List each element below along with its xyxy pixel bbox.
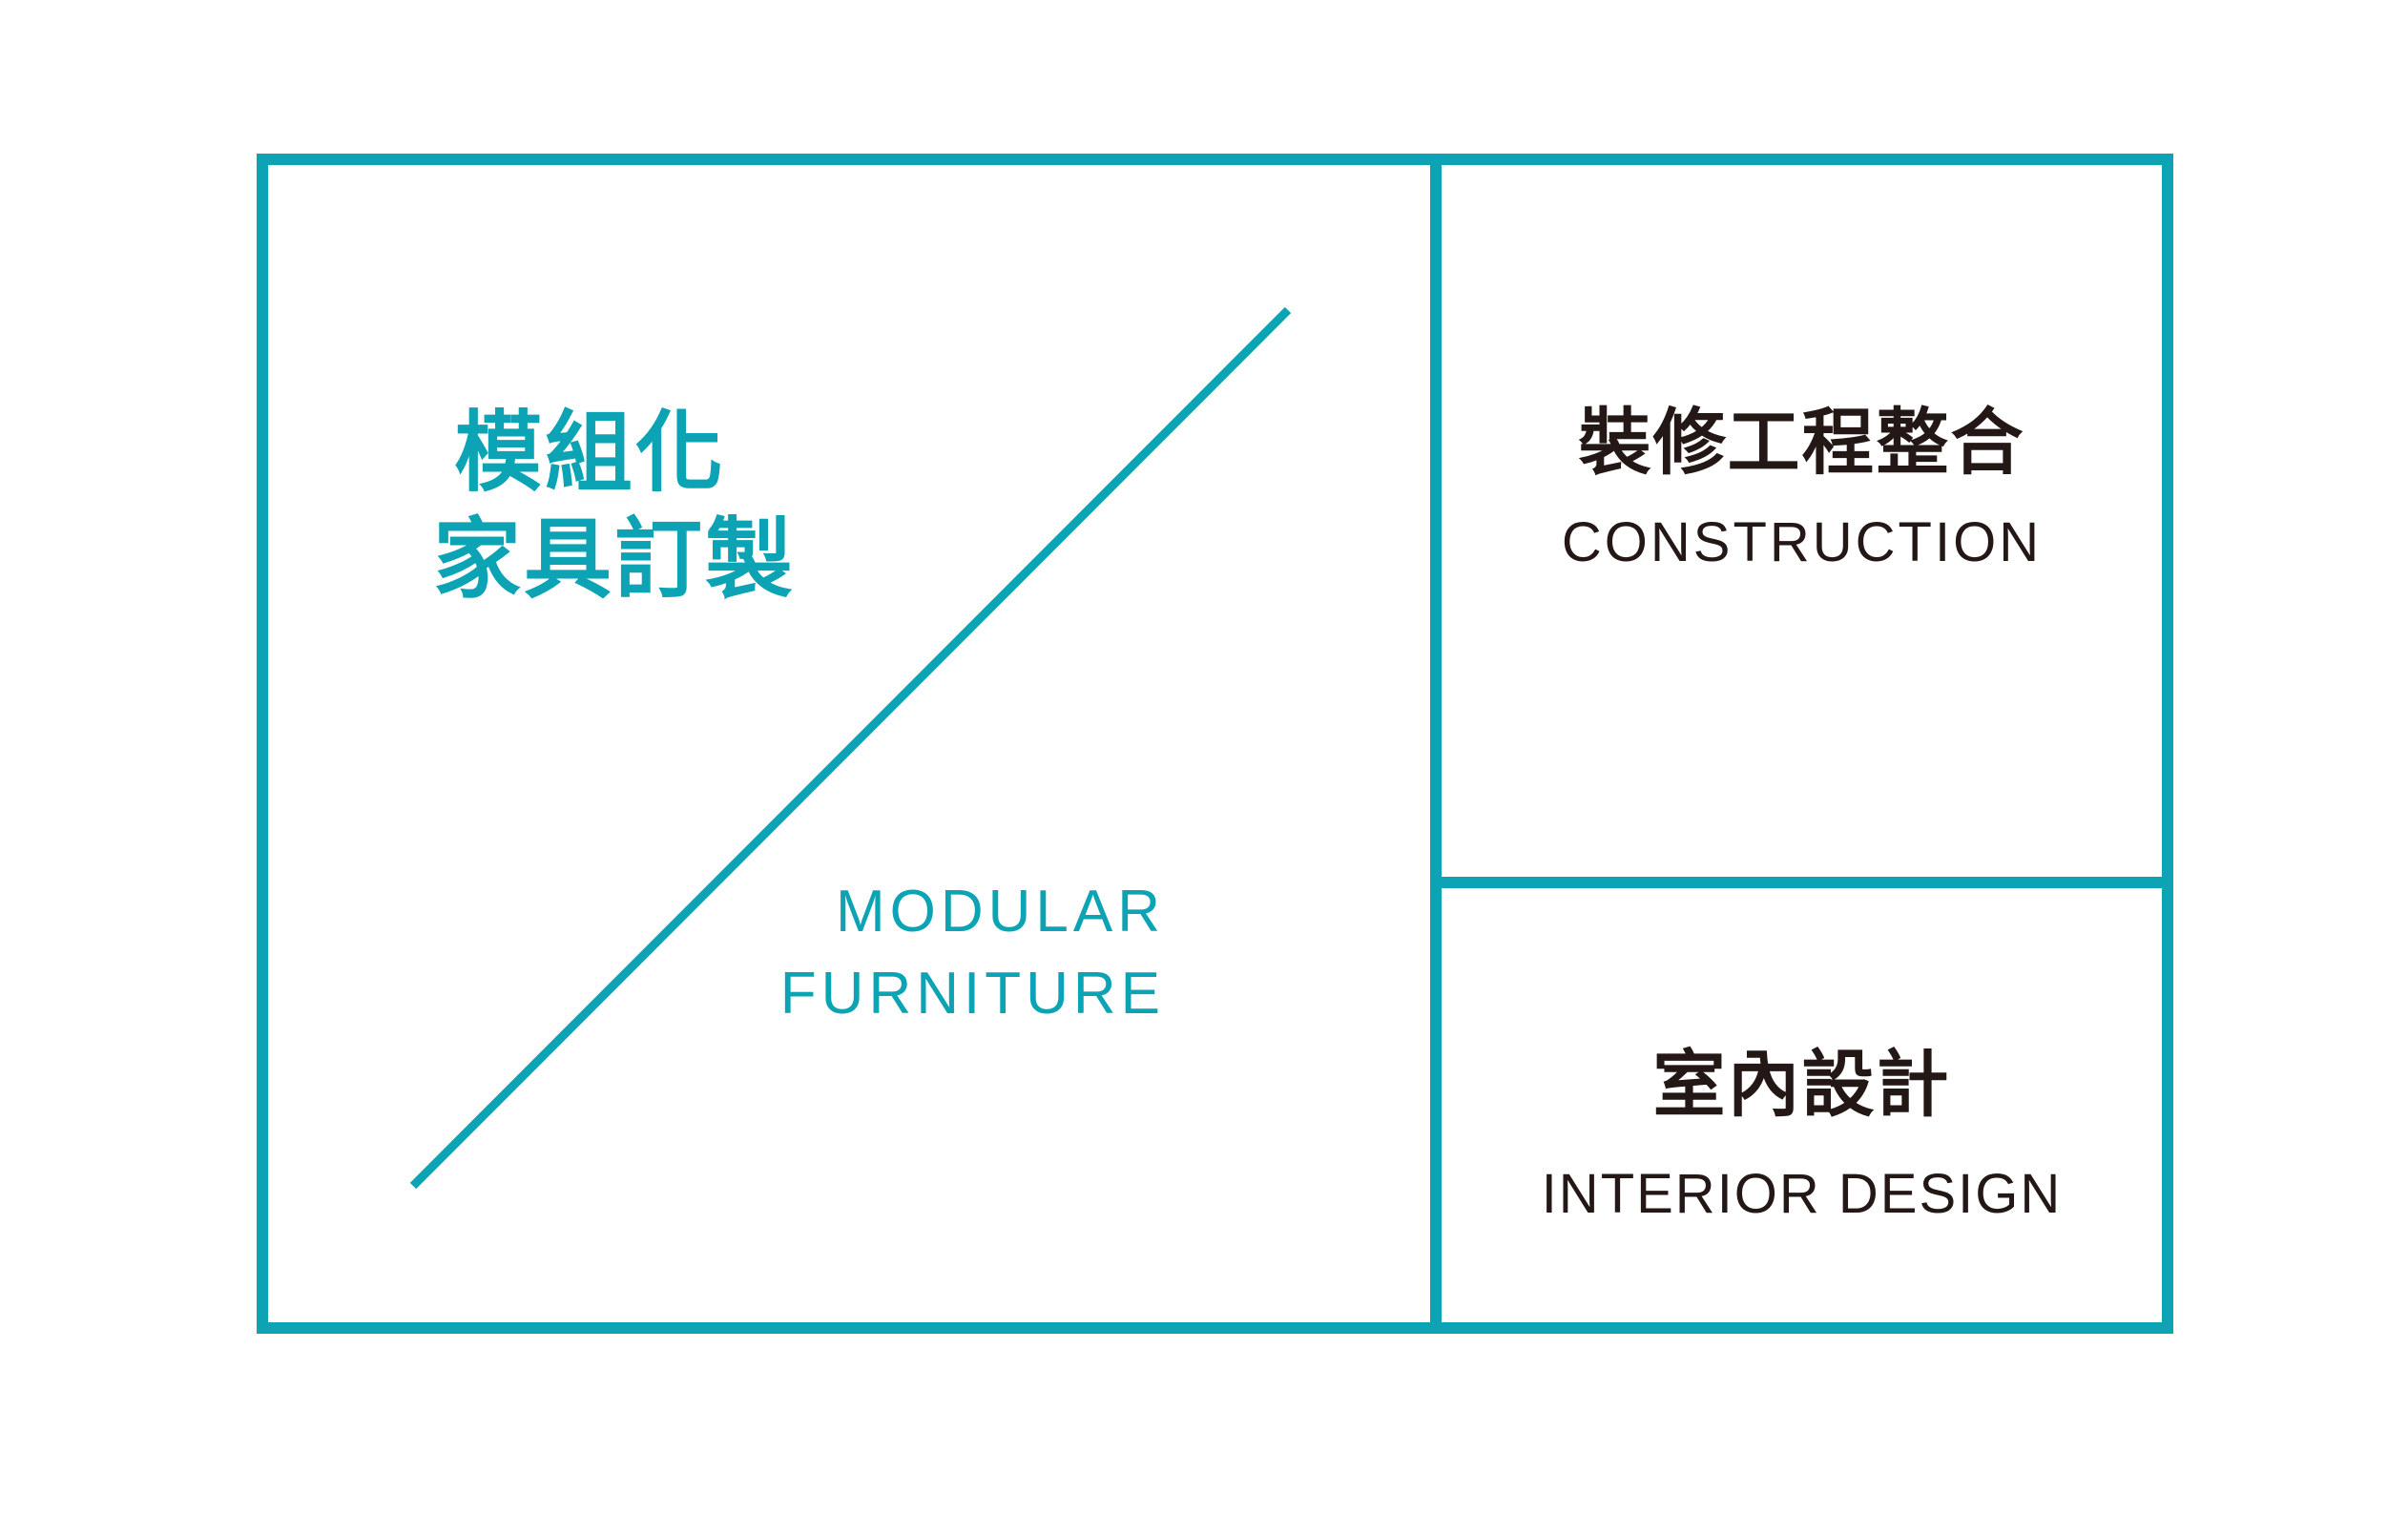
interior-design-title-cn: 室內設計 [1652, 1045, 1951, 1126]
interior-design-text-group: 室內設計 INTERIOR DESIGN [1442, 1044, 2162, 1228]
horizontal-divider [1430, 877, 2173, 888]
panel-construction[interactable]: 裝修工程整合 CONSTRUCTION [1442, 165, 2162, 877]
outer-frame [257, 154, 2173, 1334]
modular-furniture-title-cn-line2: 家具訂製 [433, 511, 797, 610]
modular-furniture-title-en-line1: MODULAR [835, 879, 1165, 944]
panel-modular-furniture[interactable]: 模組化 家具訂製 MODULAR FURNITURE [268, 165, 1430, 1322]
modular-furniture-title-en: MODULAR FURNITURE [554, 871, 1165, 1034]
construction-title-en: CONSTRUCTION [1561, 511, 2043, 574]
construction-title-cn: 裝修工程整合 [1578, 403, 2025, 484]
diagonal-slash-icon [409, 306, 1292, 1190]
interior-design-title-en: INTERIOR DESIGN [1541, 1163, 2063, 1226]
vertical-divider [1430, 154, 1442, 1334]
construction-text-group: 裝修工程整合 CONSTRUCTION [1442, 402, 2162, 576]
modular-furniture-title-cn: 模組化 家具訂製 [433, 400, 796, 613]
panel-interior-design[interactable]: 室內設計 INTERIOR DESIGN [1442, 888, 2162, 1322]
modular-furniture-title-en-line2: FURNITURE [779, 960, 1165, 1027]
modular-furniture-title-cn-line1: 模組化 [454, 405, 727, 502]
